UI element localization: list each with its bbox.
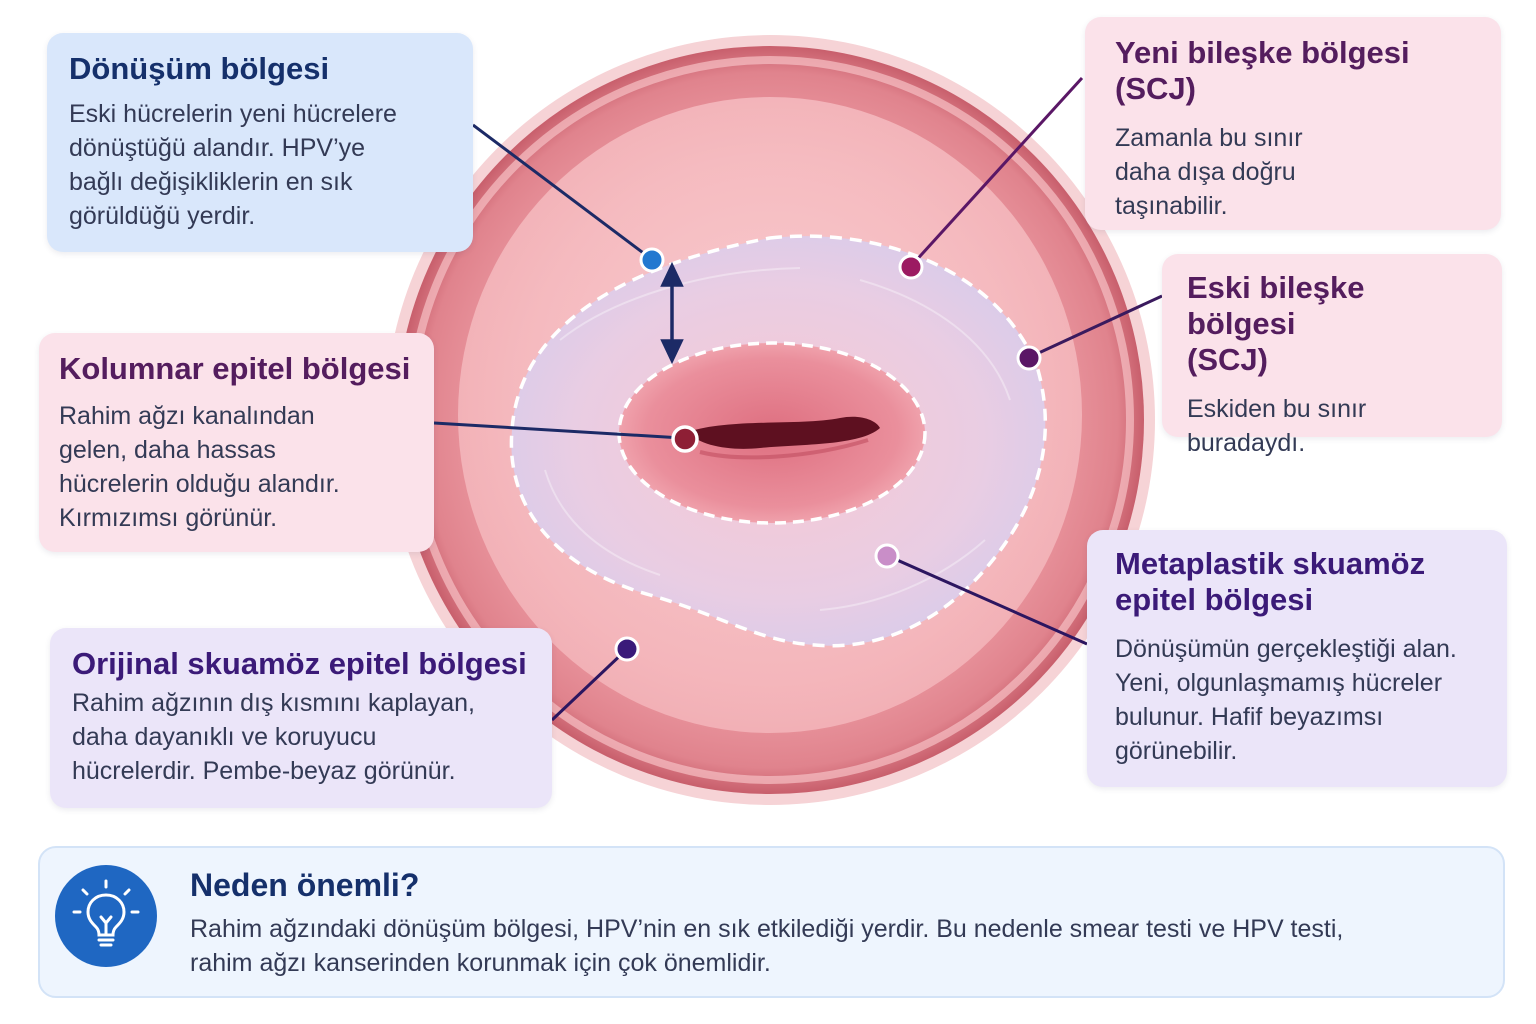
callout-text: Eskiden bu sınır buradaydı.	[1187, 395, 1367, 457]
callout-text: Zamanla bu sınır daha dışa doğru taşınab…	[1115, 124, 1303, 220]
note-text: Rahim ağzındaki dönüşüm bölgesi, HPV’nin…	[190, 915, 1344, 977]
note-title: Neden önemli?	[190, 867, 420, 903]
double-arrow-icon	[660, 261, 684, 365]
callout-title: Yeni bileşke bölgesi (SCJ)	[1115, 35, 1410, 106]
callout-orijinal: Orijinal skuamöz epitel bölgesi Rahim ağ…	[50, 628, 552, 808]
marker-donusum	[639, 247, 665, 273]
marker-orijinal	[614, 636, 640, 662]
callout-text: Rahim ağzı kanalından gelen, daha hassas…	[59, 402, 340, 532]
callout-eski-scj: Eski bileşke bölgesi (SCJ) Eskiden bu sı…	[1162, 254, 1502, 457]
callout-text: Eski hücrelerin yeni hücrelere dönüştüğü…	[69, 100, 397, 230]
callout-kolumnar: Kolumnar epitel bölgesi Rahim ağzı kanal…	[39, 333, 434, 552]
callout-title: Kolumnar epitel bölgesi	[59, 351, 411, 386]
callout-title: Eski bileşke bölgesi (SCJ)	[1187, 270, 1365, 377]
marker-metaplastik	[874, 543, 900, 569]
callout-metaplastik: Metaplastik skuamöz epitel bölgesi Dönüş…	[1087, 530, 1507, 787]
leader-lines	[433, 76, 1163, 722]
marker-yeni-scj	[898, 254, 924, 280]
callout-donusum: Dönüşüm bölgesi Eski hücrelerin yeni hüc…	[47, 33, 473, 252]
marker-eski-scj	[1016, 345, 1042, 371]
callout-title: Dönüşüm bölgesi	[69, 51, 330, 86]
callout-yeni-scj: Yeni bileşke bölgesi (SCJ) Zamanla bu sı…	[1085, 17, 1501, 230]
importance-note: Neden önemli? Rahim ağzındaki dönüşüm bö…	[38, 846, 1505, 998]
marker-kolumnar	[671, 425, 699, 453]
callout-title: Orijinal skuamöz epitel bölgesi	[72, 646, 527, 681]
lightbulb-icon	[55, 865, 157, 967]
callout-text: Dönüşümün gerçekleştiği alan. Yeni, olgu…	[1115, 635, 1457, 765]
zone-texture	[544, 267, 1011, 611]
callout-text: Rahim ağzının dış kısmını kaplayan, daha…	[72, 689, 475, 785]
lightbulb-icon-svg	[72, 879, 140, 947]
external-os	[688, 416, 880, 449]
callout-title: Metaplastik skuamöz epitel bölgesi	[1115, 546, 1426, 617]
